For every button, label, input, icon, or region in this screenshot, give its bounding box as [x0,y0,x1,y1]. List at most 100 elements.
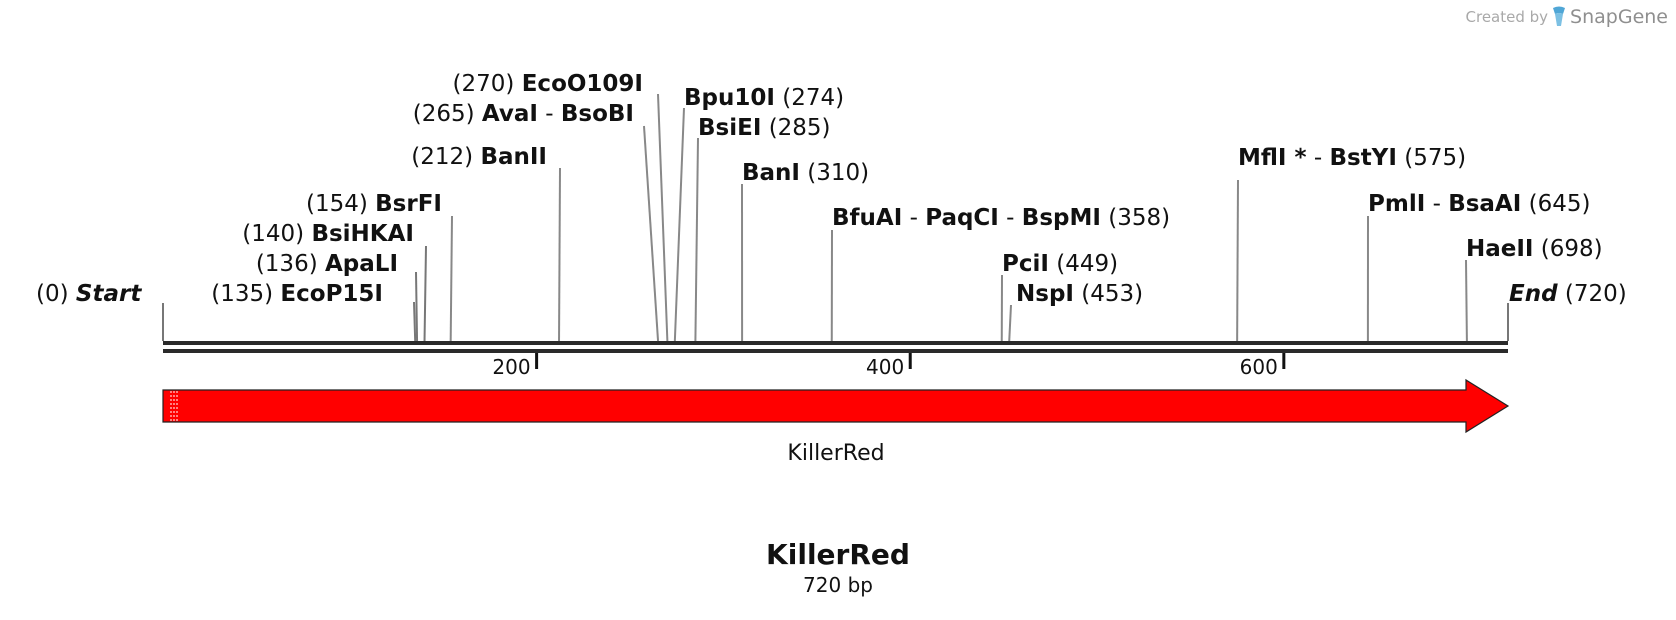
site-bsrfi: (154) BsrFI [306,191,453,342]
site-position: (140) [242,221,304,247]
site-position: (645) [1529,191,1591,217]
sequence-length: 720 bp [803,573,873,597]
site-label: PmlI - BsaAI (645) [1368,191,1590,217]
site-label: Bpu10I (274) [684,85,844,111]
label-spacer [800,160,807,186]
label-spacer [1101,205,1108,231]
site-label: (135) EcoP15I [211,281,383,307]
tick-label-400: 400 [866,355,904,379]
site-position: (136) [256,251,318,277]
enzyme-name: PaqCI [925,205,999,231]
start-label: (0) Start [36,281,142,307]
site-line [449,215,453,342]
tick-mark-200 [535,353,539,369]
site-label: (265) AvaI - BsoBI [413,101,634,127]
site-line [558,167,561,342]
enzyme-name: BstYI [1329,145,1396,171]
sequence-title: KillerRed 720 bp [0,538,1676,597]
end-position: (720) [1565,281,1627,307]
enzyme-name: BspMI [1022,205,1101,231]
site-label: BsiEI (285) [698,115,831,141]
site-label: (212) BanII [411,144,547,170]
tick-label-600: 600 [1240,355,1278,379]
label-spacer [318,251,325,277]
site-nspi: NspI (453) [1008,281,1143,342]
snapgene-logo-icon [1553,6,1566,26]
label-spacer: - [902,205,925,231]
label-spacer [514,71,521,97]
site-line [694,137,699,342]
site-position: (270) [453,71,515,97]
credit-prefix: Created by [1465,8,1549,26]
label-spacer [304,221,311,247]
site-label: (140) BsiHKAI [242,221,414,247]
site-label: MflI * - BstYI (575) [1238,145,1466,171]
snapgene-credit: Created by SnapGene [1466,6,1668,28]
label-spacer [761,115,768,141]
site-bani: BanI (310) [741,160,869,342]
site-banii: (212) BanII [411,144,561,342]
site-position: (453) [1081,281,1143,307]
site-line [1236,179,1239,342]
site-bsiei: BsiEI (285) [694,115,831,342]
enzyme-name: MflI [1238,145,1287,171]
site-label: PciI (449) [1002,251,1118,277]
enzyme-name: BsrFI [375,191,442,217]
site-label: (154) BsrFI [306,191,442,217]
site-label: NspI (453) [1016,281,1143,307]
site-mfli: MflI * - BstYI (575) [1236,145,1466,342]
site-position: (698) [1541,236,1603,262]
label-spacer [473,144,480,170]
enzyme-name: BsiEI [698,115,761,141]
label-spacer [1533,236,1540,262]
site-position: (310) [807,160,869,186]
site-position: (449) [1056,251,1118,277]
site-position: (274) [782,85,844,111]
enzyme-name: BsoBI [561,101,634,127]
site-bsihkai: (140) BsiHKAI [242,221,427,342]
label-spacer [273,281,280,307]
label-spacer [1558,281,1565,307]
site-pmli: PmlI - BsaAI (645) [1366,191,1590,342]
site-label: BanI (310) [742,160,869,186]
feature-label: KillerRed [787,441,884,466]
site-label: HaeII (698) [1466,236,1603,262]
label-spacer [475,101,482,127]
site-label: (270) EcoO109I [453,71,643,97]
enzyme-name: ApaLI [325,251,398,277]
site-position: (358) [1108,205,1170,231]
site-line [643,125,660,342]
label-spacer [775,85,782,111]
credit-brand: SnapGene [1570,6,1668,28]
label-spacer [368,191,375,217]
label-spacer [1049,251,1056,277]
enzyme-name: BanII [480,144,547,170]
site-position: (212) [411,144,473,170]
site-label: BfuAI - PaqCI - BspMI (358) [832,205,1170,231]
site-haeii: HaeII (698) [1465,236,1603,342]
label-spacer [69,281,76,307]
site-bfuai: BfuAI - PaqCI - BspMI (358) [830,205,1170,342]
enzyme-name: BsaAI [1448,191,1521,217]
label-spacer: - [999,205,1022,231]
label-spacer: - [1307,145,1330,171]
label-spacer [1521,191,1528,217]
site-line [673,107,685,342]
enzyme-name: HaeII [1466,236,1533,262]
site-pcii: PciI (449) [1000,251,1118,342]
site-line [657,93,669,342]
enzyme-name: EcoO109I [522,71,643,97]
site-ava: (265) AvaI - BsoBI [413,101,660,342]
enzyme-name: Bpu10I [684,85,775,111]
site-line [413,301,417,342]
site-ecoo109i: (270) EcoO109I [453,71,669,342]
label-spacer [1397,145,1404,171]
enzyme-name: PciI [1002,251,1049,277]
site-asterisk: * [1287,145,1307,171]
enzyme-name: EcoP15I [280,281,383,307]
start-name: Start [76,281,142,307]
site-label: (136) ApaLI [256,251,398,277]
backbone-top-strand [163,341,1508,345]
site-position: (285) [769,115,831,141]
label-spacer [1074,281,1081,307]
